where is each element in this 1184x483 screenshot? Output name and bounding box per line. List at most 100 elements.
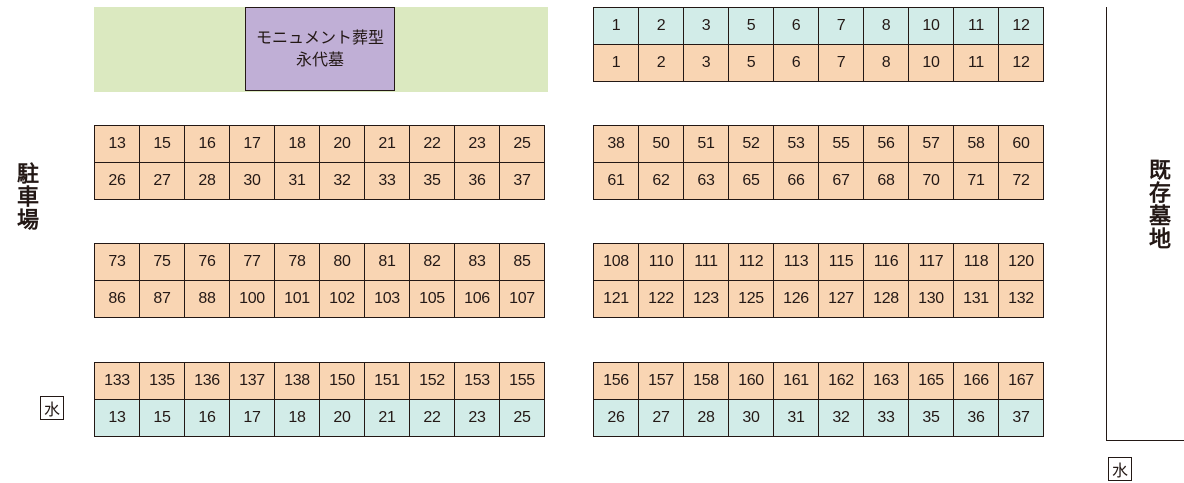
plot-cell[interactable]: 62: [638, 162, 684, 200]
plot-cell[interactable]: 103: [364, 280, 410, 318]
plot-cell[interactable]: 163: [863, 362, 909, 400]
plot-cell[interactable]: 157: [638, 362, 684, 400]
plot-cell[interactable]: 120: [998, 243, 1044, 281]
plot-cell[interactable]: 126: [773, 280, 819, 318]
plot-cell[interactable]: 22: [409, 399, 455, 437]
plot-cell[interactable]: 20: [319, 125, 365, 163]
plot-cell[interactable]: 107: [499, 280, 545, 318]
plot-cell[interactable]: 125: [728, 280, 774, 318]
plot-cell[interactable]: 133: [94, 362, 140, 400]
plot-cell[interactable]: 16: [184, 125, 230, 163]
plot-cell[interactable]: 10: [908, 7, 954, 45]
plot-cell[interactable]: 117: [908, 243, 954, 281]
plot-cell[interactable]: 71: [953, 162, 999, 200]
plot-cell[interactable]: 23: [454, 125, 500, 163]
plot-cell[interactable]: 87: [139, 280, 185, 318]
plot-cell[interactable]: 7: [818, 7, 864, 45]
plot-cell[interactable]: 82: [409, 243, 455, 281]
plot-cell[interactable]: 8: [863, 44, 909, 82]
plot-cell[interactable]: 22: [409, 125, 455, 163]
plot-cell[interactable]: 21: [364, 125, 410, 163]
plot-cell[interactable]: 115: [818, 243, 864, 281]
plot-cell[interactable]: 27: [139, 162, 185, 200]
plot-cell[interactable]: 17: [229, 399, 275, 437]
plot-cell[interactable]: 137: [229, 362, 275, 400]
plot-cell[interactable]: 67: [818, 162, 864, 200]
plot-cell[interactable]: 101: [274, 280, 320, 318]
plot-cell[interactable]: 81: [364, 243, 410, 281]
plot-cell[interactable]: 105: [409, 280, 455, 318]
plot-cell[interactable]: 162: [818, 362, 864, 400]
plot-cell[interactable]: 57: [908, 125, 954, 163]
plot-cell[interactable]: 23: [454, 399, 500, 437]
plot-cell[interactable]: 21: [364, 399, 410, 437]
plot-cell[interactable]: 80: [319, 243, 365, 281]
plot-cell[interactable]: 150: [319, 362, 365, 400]
plot-cell[interactable]: 36: [953, 399, 999, 437]
plot-cell[interactable]: 68: [863, 162, 909, 200]
plot-cell[interactable]: 1: [593, 7, 639, 45]
plot-cell[interactable]: 13: [94, 399, 140, 437]
plot-cell[interactable]: 73: [94, 243, 140, 281]
plot-cell[interactable]: 15: [139, 125, 185, 163]
plot-cell[interactable]: 2: [638, 44, 684, 82]
monument-memorial-plot[interactable]: モニュメント葬型 永代墓: [245, 7, 395, 91]
plot-cell[interactable]: 8: [863, 7, 909, 45]
plot-cell[interactable]: 36: [454, 162, 500, 200]
plot-cell[interactable]: 116: [863, 243, 909, 281]
plot-cell[interactable]: 35: [409, 162, 455, 200]
plot-cell[interactable]: 88: [184, 280, 230, 318]
plot-cell[interactable]: 51: [683, 125, 729, 163]
plot-cell[interactable]: 12: [998, 7, 1044, 45]
plot-cell[interactable]: 6: [773, 44, 819, 82]
plot-cell[interactable]: 37: [499, 162, 545, 200]
plot-cell[interactable]: 3: [683, 7, 729, 45]
plot-cell[interactable]: 30: [728, 399, 774, 437]
plot-cell[interactable]: 76: [184, 243, 230, 281]
plot-cell[interactable]: 160: [728, 362, 774, 400]
plot-cell[interactable]: 75: [139, 243, 185, 281]
plot-cell[interactable]: 13: [94, 125, 140, 163]
plot-cell[interactable]: 153: [454, 362, 500, 400]
plot-cell[interactable]: 123: [683, 280, 729, 318]
plot-cell[interactable]: 58: [953, 125, 999, 163]
plot-cell[interactable]: 110: [638, 243, 684, 281]
plot-cell[interactable]: 135: [139, 362, 185, 400]
plot-cell[interactable]: 112: [728, 243, 774, 281]
plot-cell[interactable]: 100: [229, 280, 275, 318]
plot-cell[interactable]: 10: [908, 44, 954, 82]
plot-cell[interactable]: 25: [499, 399, 545, 437]
plot-cell[interactable]: 1: [593, 44, 639, 82]
plot-cell[interactable]: 130: [908, 280, 954, 318]
plot-cell[interactable]: 31: [274, 162, 320, 200]
plot-cell[interactable]: 5: [728, 7, 774, 45]
plot-cell[interactable]: 56: [863, 125, 909, 163]
plot-cell[interactable]: 26: [94, 162, 140, 200]
plot-cell[interactable]: 136: [184, 362, 230, 400]
plot-cell[interactable]: 2: [638, 7, 684, 45]
plot-cell[interactable]: 106: [454, 280, 500, 318]
plot-cell[interactable]: 11: [953, 44, 999, 82]
plot-cell[interactable]: 161: [773, 362, 819, 400]
plot-cell[interactable]: 166: [953, 362, 999, 400]
plot-cell[interactable]: 128: [863, 280, 909, 318]
plot-cell[interactable]: 118: [953, 243, 999, 281]
plot-cell[interactable]: 72: [998, 162, 1044, 200]
plot-cell[interactable]: 66: [773, 162, 819, 200]
plot-cell[interactable]: 32: [818, 399, 864, 437]
plot-cell[interactable]: 86: [94, 280, 140, 318]
plot-cell[interactable]: 102: [319, 280, 365, 318]
plot-cell[interactable]: 20: [319, 399, 365, 437]
plot-cell[interactable]: 38: [593, 125, 639, 163]
plot-cell[interactable]: 50: [638, 125, 684, 163]
plot-cell[interactable]: 53: [773, 125, 819, 163]
plot-cell[interactable]: 70: [908, 162, 954, 200]
plot-cell[interactable]: 5: [728, 44, 774, 82]
plot-cell[interactable]: 18: [274, 125, 320, 163]
plot-cell[interactable]: 33: [863, 399, 909, 437]
plot-cell[interactable]: 28: [184, 162, 230, 200]
plot-cell[interactable]: 35: [908, 399, 954, 437]
plot-cell[interactable]: 77: [229, 243, 275, 281]
plot-cell[interactable]: 11: [953, 7, 999, 45]
plot-cell[interactable]: 15: [139, 399, 185, 437]
